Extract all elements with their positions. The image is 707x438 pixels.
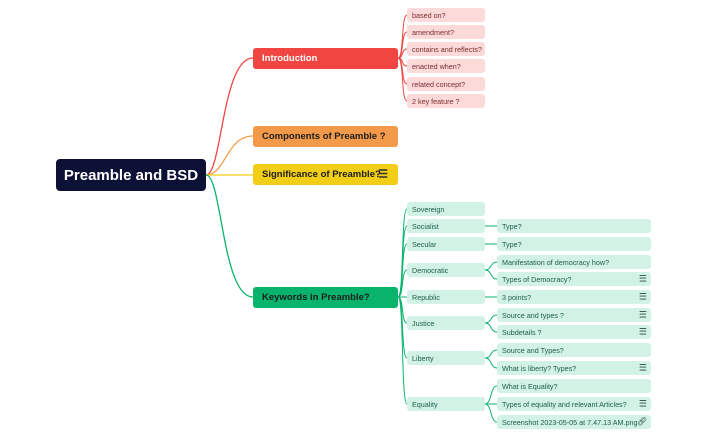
keyword-equality[interactable]: Equality	[407, 397, 485, 411]
topic-introduction[interactable]: Introduction	[253, 48, 398, 69]
subtopic-equality-screenshot[interactable]: Screenshot 2023-05-05 at 7.47.13 AM.png …	[497, 415, 651, 429]
topic-keywords[interactable]: Keywords in Preamble?	[253, 287, 398, 308]
subtopic-key-feature[interactable]: 2 key feature ?	[407, 94, 485, 108]
keyword-secular[interactable]: Secular	[407, 237, 485, 251]
subtopic-label: 3 points?	[502, 292, 532, 302]
subtopic-label: Subdetails ?	[502, 327, 542, 337]
subtopic-manifestation-democracy[interactable]: Manifestation of democracy how?	[497, 255, 651, 269]
subtopic-related-concept[interactable]: related concept?	[407, 77, 485, 91]
subtopic-label: Source and types ?	[502, 310, 564, 320]
subtopic-equality-types[interactable]: Types of equality and relevant Articles?…	[497, 397, 651, 411]
subtopic-label: What is liberty? Types?	[502, 363, 577, 373]
subtopic-enacted-when[interactable]: enacted when?	[407, 59, 485, 73]
keyword-republic[interactable]: Republic	[407, 290, 485, 304]
keyword-justice[interactable]: Justice	[407, 316, 485, 330]
subtopic-types-democracy[interactable]: Types of Democracy? ☰	[497, 272, 651, 286]
note-icon[interactable]: ☰	[638, 309, 647, 320]
subtopic-label: Manifestation of democracy how?	[502, 257, 610, 267]
topic-significance-label: Significance of Preamble?	[262, 169, 381, 180]
subtopic-label: Types of equality and relevant Articles?	[502, 399, 627, 409]
topic-significance[interactable]: Significance of Preamble? ☰	[253, 164, 398, 185]
subtopic-justice-subdetails[interactable]: Subdetails ? ☰	[497, 325, 651, 339]
subtopic-label: Type?	[502, 221, 522, 231]
subtopic-label: What is Equality?	[502, 381, 558, 391]
subtopic-socialist-type[interactable]: Type?	[497, 219, 651, 233]
subtopic-liberty-what[interactable]: What is liberty? Types? ☰	[497, 361, 651, 375]
note-icon[interactable]: ☰	[378, 168, 388, 180]
subtopic-republic-points[interactable]: 3 points? ☰	[497, 290, 651, 304]
keyword-sovereign[interactable]: Sovereign	[407, 202, 485, 216]
note-icon[interactable]: ☰	[638, 291, 647, 302]
note-icon[interactable]: ☰	[638, 326, 647, 337]
subtopic-secular-type[interactable]: Type?	[497, 237, 651, 251]
subtopic-justice-source[interactable]: Source and types ? ☰	[497, 308, 651, 322]
note-icon[interactable]: ☰	[638, 362, 647, 373]
subtopic-contains-reflects[interactable]: contains and reflects?	[407, 42, 485, 56]
attachment-icon[interactable]: 🔗︎	[636, 417, 647, 426]
keyword-liberty[interactable]: Liberty	[407, 351, 485, 365]
subtopic-label: Type?	[502, 239, 522, 249]
keyword-democratic[interactable]: Democratic	[407, 263, 485, 277]
subtopic-liberty-source[interactable]: Source and Types?	[497, 343, 651, 357]
root-topic[interactable]: Preamble and BSD	[56, 159, 206, 191]
note-icon[interactable]: ☰	[638, 273, 647, 284]
subtopic-equality-what[interactable]: What is Equality?	[497, 379, 651, 393]
note-icon[interactable]: ☰	[638, 398, 647, 409]
subtopic-label: Screenshot 2023-05-05 at 7.47.13 AM.png	[502, 417, 638, 427]
subtopic-label: Types of Democracy?	[502, 274, 572, 284]
keyword-socialist[interactable]: Socialist	[407, 219, 485, 233]
subtopic-amendment[interactable]: amendment?	[407, 25, 485, 39]
subtopic-based-on[interactable]: based on?	[407, 8, 485, 22]
subtopic-label: Source and Types?	[502, 345, 564, 355]
topic-components[interactable]: Components of Preamble ?	[253, 126, 398, 147]
